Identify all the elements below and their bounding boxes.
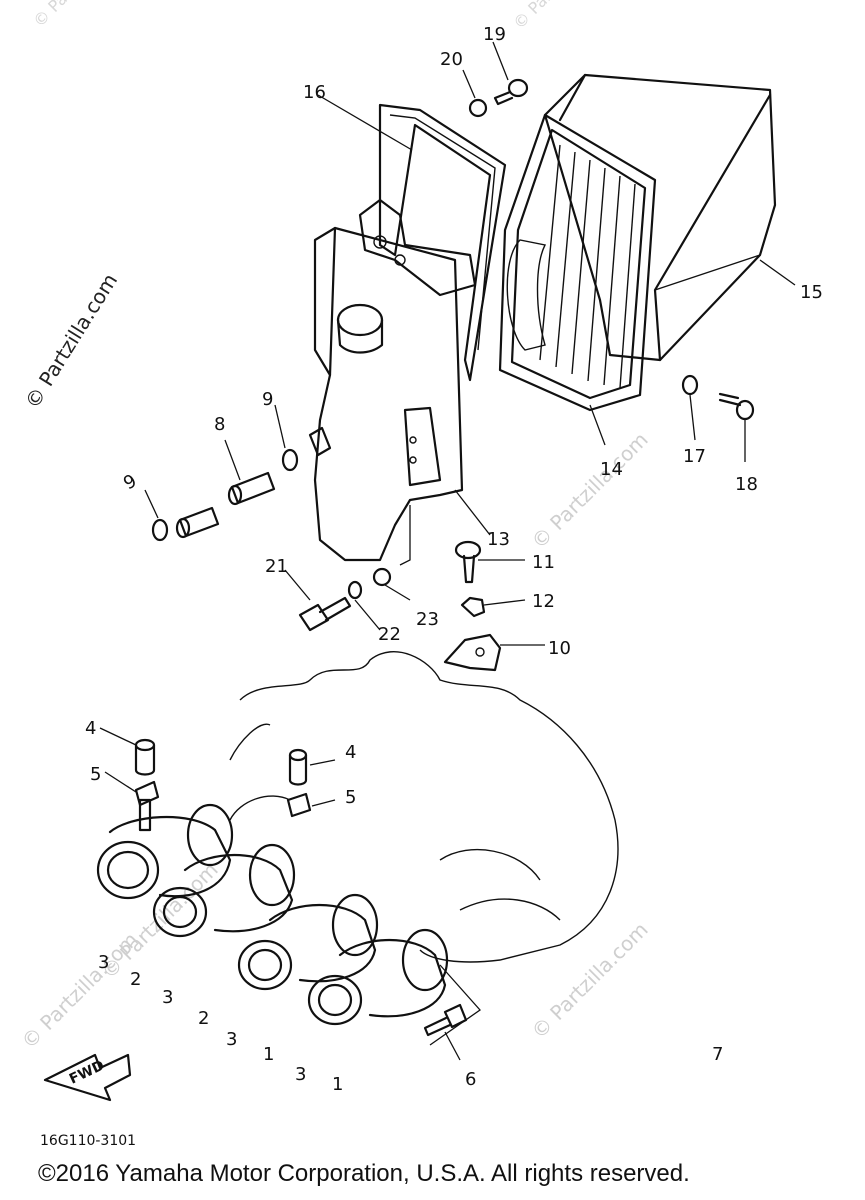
callout-10: 10 — [548, 638, 571, 659]
callout-22: 22 — [378, 624, 401, 645]
fitting-left — [134, 780, 160, 807]
callout-12: 12 — [532, 591, 555, 612]
cap-right — [288, 748, 308, 786]
air-cleaner-body — [308, 198, 477, 562]
watermark-lower-right: © Partzilla.com — [527, 917, 653, 1043]
clamp-bolt — [423, 1003, 468, 1037]
callout-13: 13 — [487, 529, 510, 550]
engine-outline — [229, 651, 619, 963]
cap-left — [134, 738, 156, 776]
diagram-code: 16G110-3101 — [40, 1133, 137, 1149]
callout-15: 15 — [800, 282, 823, 303]
forward-arrow: FWD — [43, 1053, 132, 1102]
callout-9-right: 9 — [262, 389, 273, 410]
callout-20: 20 — [440, 49, 463, 70]
callout-1-b: 1 — [332, 1074, 343, 1095]
air-cleaner-case — [543, 73, 777, 362]
screw — [454, 540, 482, 584]
bolt — [298, 596, 352, 632]
carb-joint-2 — [152, 843, 296, 938]
callout-23: 23 — [416, 609, 439, 630]
copyright-notice: ©2016 Yamaha Motor Corporation, U.S.A. A… — [38, 1160, 690, 1187]
screw-19 — [493, 78, 529, 106]
breather-hose — [175, 471, 276, 539]
hose-clip-left — [151, 518, 169, 542]
flat-washer — [372, 567, 392, 587]
carb-joint-4 — [307, 928, 449, 1026]
carb-joint-3 — [237, 893, 379, 991]
callout-14: 14 — [600, 459, 623, 480]
air-cleaner-element — [498, 113, 657, 412]
hose-clip-right — [281, 448, 299, 472]
callout-19: 19 — [483, 24, 506, 45]
callout-18: 18 — [735, 474, 758, 495]
fitting-right — [286, 792, 312, 818]
callout-17: 17 — [683, 446, 706, 467]
washer-17 — [681, 374, 699, 396]
callout-numbers: 16 20 19 15 14 17 18 13 11 12 10 21 22 2… — [85, 24, 823, 1095]
callout-4-right: 4 — [345, 742, 356, 763]
callout-8: 8 — [214, 414, 225, 435]
callout-2-b: 2 — [198, 1008, 209, 1029]
lock-washer — [347, 580, 363, 600]
callout-6: 6 — [465, 1069, 476, 1090]
callout-7: 7 — [712, 1044, 723, 1065]
watermark-top-left: © Partzilla.com — [29, 0, 130, 31]
leader-lines — [99, 41, 796, 1061]
callout-5-left: 5 — [90, 764, 101, 785]
case-seal-gasket — [378, 103, 507, 382]
mounting-bracket — [443, 633, 502, 672]
callout-16: 16 — [303, 82, 326, 103]
nut — [460, 596, 486, 618]
screw-18 — [718, 392, 755, 421]
carb-joint-1 — [96, 798, 234, 900]
callout-2-a: 2 — [130, 969, 141, 990]
callout-5-right: 5 — [345, 787, 356, 808]
callout-4-left: 4 — [85, 718, 96, 739]
callout-21: 21 — [265, 556, 288, 577]
fwd-label: FWD — [67, 1058, 107, 1088]
callout-3-d: 3 — [295, 1064, 306, 1085]
callout-11: 11 — [532, 552, 555, 573]
callout-3-a: 3 — [98, 952, 109, 973]
callout-9-left: 9 — [120, 470, 140, 494]
callout-1-a: 1 — [263, 1044, 274, 1065]
watermark-middle: © Partzilla.com — [527, 427, 653, 553]
callout-3-c: 3 — [226, 1029, 237, 1050]
callout-3-b: 3 — [162, 987, 173, 1008]
watermark-top-right: © Partzilla.com — [509, 0, 610, 33]
washer-20 — [468, 98, 488, 118]
